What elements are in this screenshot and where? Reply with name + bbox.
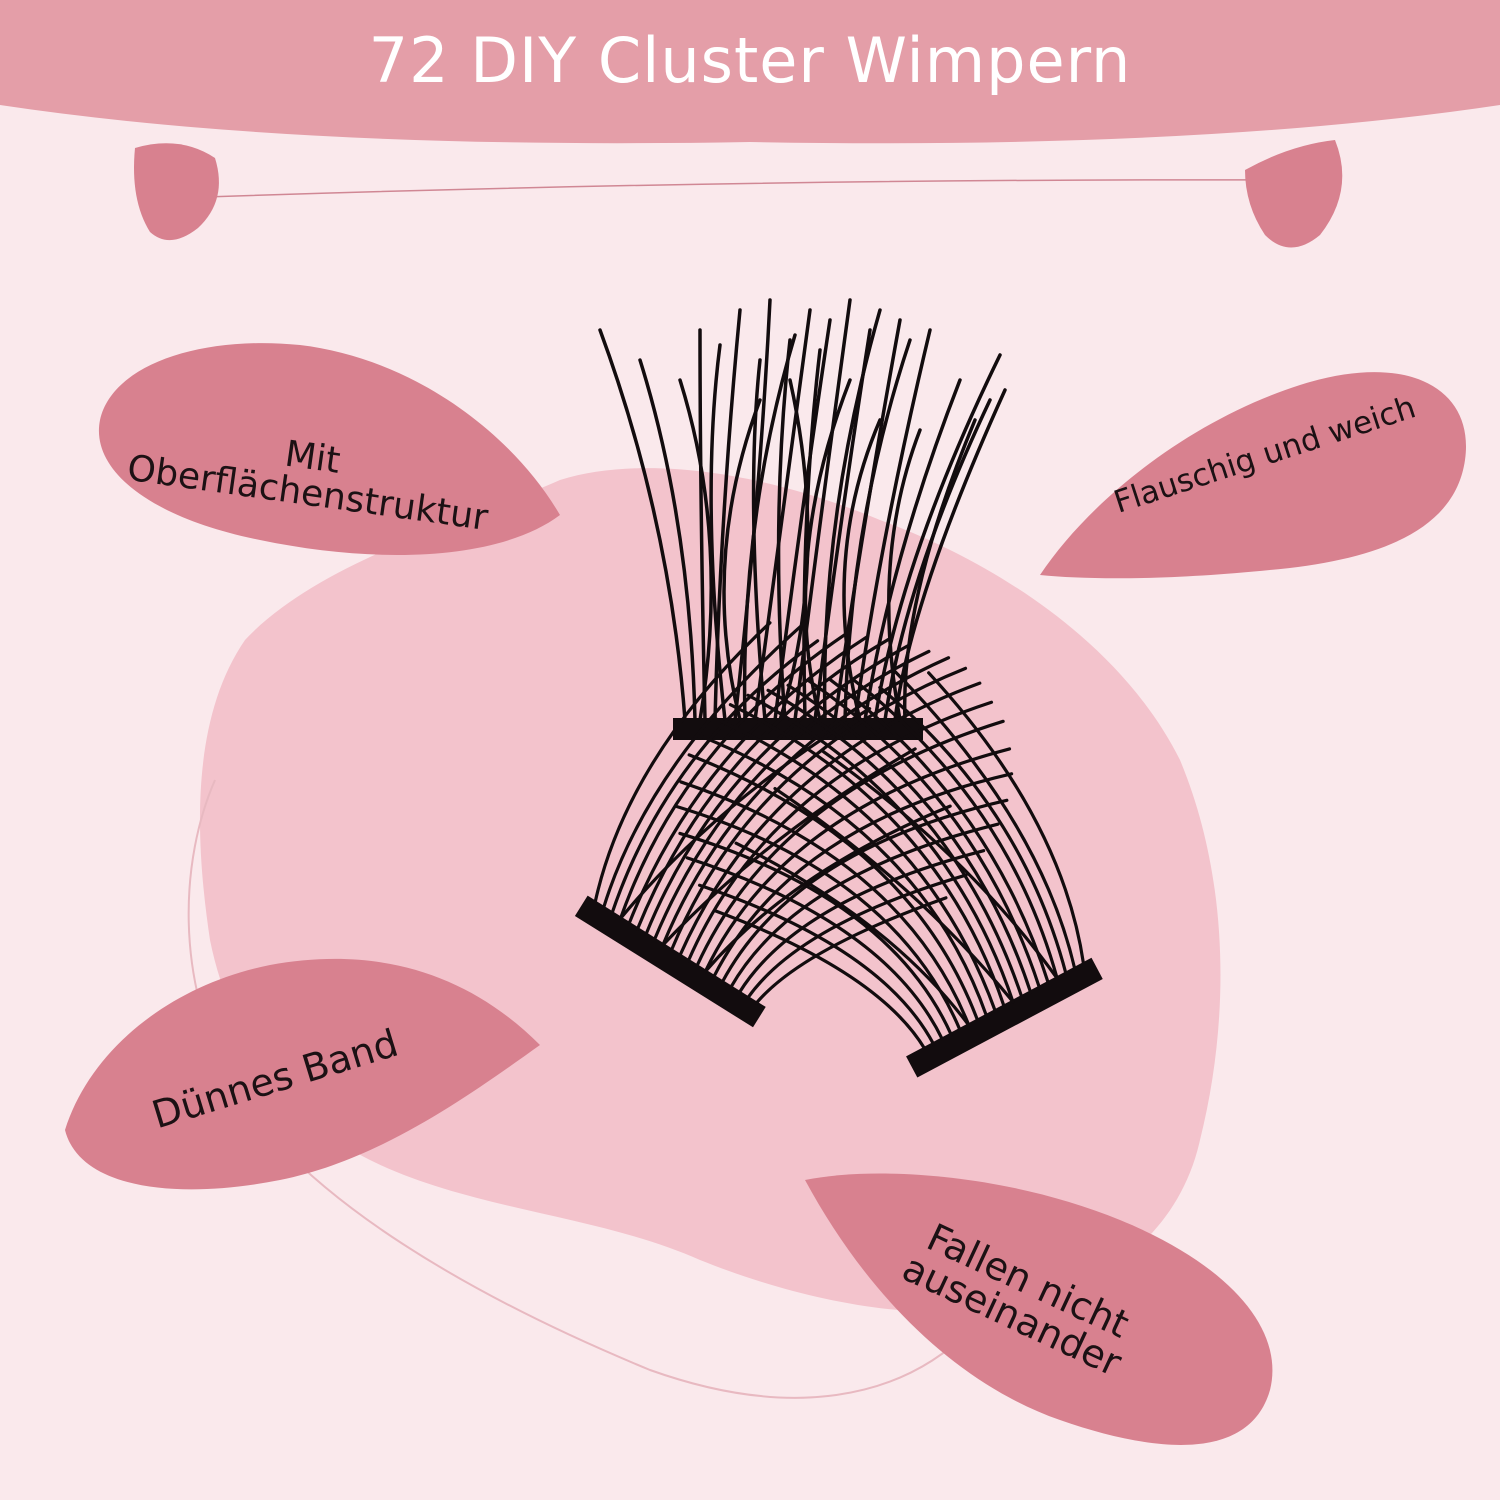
title-banner (0, 0, 1500, 144)
right-lash-band (906, 957, 1103, 1078)
hang-tag-right (1245, 140, 1343, 248)
page-title: 72 DIY Cluster Wimpern (368, 24, 1132, 97)
hang-tag-left (134, 143, 219, 241)
right-lash-cluster (675, 667, 1103, 1078)
outline-loop (187, 779, 971, 1399)
left-lash-band (574, 895, 766, 1028)
callout-shape-thin-band (65, 958, 540, 1190)
callout-shape-no-fall (805, 1173, 1273, 1445)
callout-shape-surface (98, 343, 560, 555)
string-line (174, 179, 1306, 199)
callout-shape-fluffy (1040, 372, 1467, 579)
